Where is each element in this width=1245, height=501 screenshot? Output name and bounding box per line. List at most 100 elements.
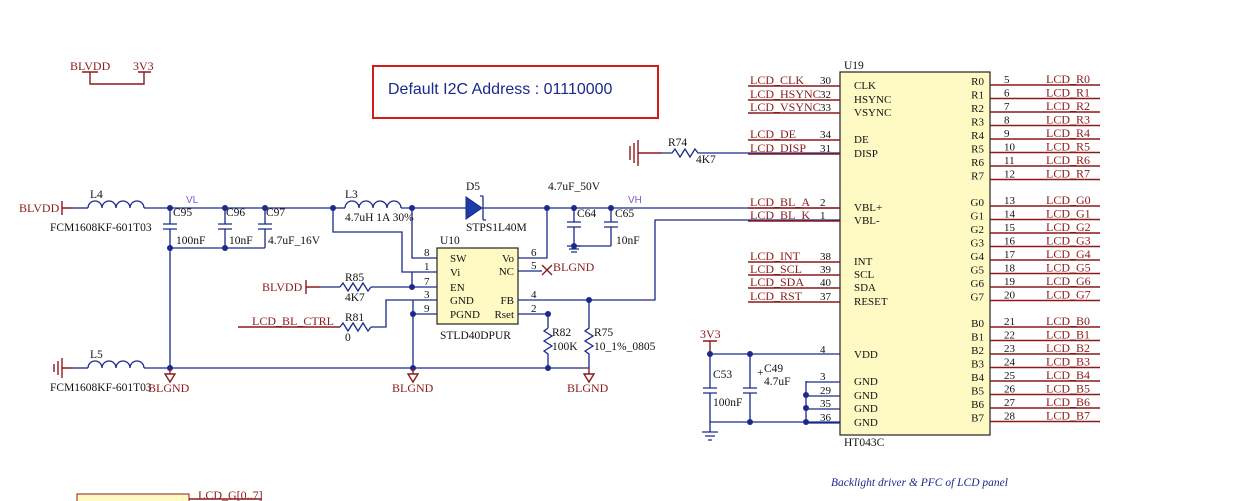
- r85-ref: R85: [345, 272, 364, 284]
- u19-pin-num-17: 17: [1004, 249, 1016, 261]
- u19-pin-name-r4: R4: [971, 130, 984, 142]
- u19-pin-num-19: 19: [1004, 276, 1016, 288]
- u19-pin-num-25: 25: [1004, 370, 1016, 382]
- u19-pin-name-r1: R1: [971, 90, 984, 102]
- u19-pin-num-13: 13: [1004, 195, 1016, 207]
- u19-pin-name-b2: B2: [971, 345, 984, 357]
- c97-value: 4.7uF_16V: [268, 235, 321, 247]
- u19-pin-name-gnd: GND: [854, 390, 878, 402]
- net-label-lcd-int: LCD_INT: [750, 249, 801, 263]
- u19-pin-num-22: 22: [1004, 330, 1015, 342]
- u19-pin-name-g0: G0: [971, 197, 985, 209]
- u19-pin-num-38: 38: [820, 251, 832, 263]
- u19-pin-num-35: 35: [820, 398, 832, 410]
- inductor-l3: [344, 200, 402, 209]
- u19-pin-num-20: 20: [1004, 290, 1016, 302]
- net-label-lcd-r1: LCD_R1: [1046, 86, 1090, 100]
- net-label-lcd-r5: LCD_R5: [1046, 140, 1090, 154]
- u19-pin-name-r7: R7: [971, 171, 984, 183]
- c49-plus: +: [757, 367, 764, 379]
- u19-pin-name-r0: R0: [971, 76, 984, 88]
- l4-value: FCM1608KF-601T03: [50, 222, 152, 234]
- net-label-lcd-disp: LCD_DISP: [750, 141, 806, 155]
- u19-pin-name-reset: RESET: [854, 296, 888, 308]
- u19-pin-name-r3: R3: [971, 117, 984, 129]
- u10-pin-name-vo: Vo: [502, 253, 515, 265]
- u19-pin-name-g4: G4: [971, 251, 985, 263]
- u19-pin-name-vbl: VBL+: [854, 202, 882, 214]
- u19-pin-num-31: 31: [820, 143, 831, 155]
- resistor-r85: [339, 281, 372, 293]
- r81-value: 0: [345, 332, 351, 344]
- u10-pin-num-4: 4: [531, 289, 537, 301]
- net-label-lcd-b1: LCD_B1: [1046, 328, 1090, 342]
- u19-pin-num-36: 36: [820, 412, 832, 424]
- u10-pin-num-9: 9: [424, 303, 430, 315]
- u19-pin-name-g2: G2: [971, 224, 984, 236]
- u19-pin-num-10: 10: [1004, 142, 1016, 154]
- u19-pin-name-gnd: GND: [854, 417, 878, 429]
- ground-rail: L5 FCM1608KF-601T03 BLGND BLGND BLGND: [50, 349, 609, 395]
- u10-pin-name-en: EN: [450, 282, 465, 294]
- net-label-lcd-sda: LCD_SDA: [750, 275, 804, 289]
- u19-pin-num-18: 18: [1004, 263, 1016, 275]
- net-label-lcd-b4: LCD_B4: [1046, 368, 1090, 382]
- net-label-lcd-g6: LCD_G6: [1046, 274, 1091, 288]
- u19-pin-name-b3: B3: [971, 359, 984, 371]
- r75-value: 10_1%_0805: [594, 341, 656, 353]
- u19-pin-num-15: 15: [1004, 222, 1016, 234]
- u19-pin-num-21: 21: [1004, 316, 1015, 328]
- net-label-lcd-b2: LCD_B2: [1046, 341, 1090, 355]
- vl-label: VL: [186, 195, 199, 206]
- u10-ref: U10: [440, 235, 460, 247]
- c53-ref: C53: [713, 369, 732, 381]
- net-label-lcd-hsync: LCD_HSYNC: [750, 87, 821, 101]
- u10-pin-num-5: 5: [531, 260, 537, 272]
- u10-pin-name-sw: SW: [450, 253, 467, 265]
- u19-pin-num-14: 14: [1004, 209, 1016, 221]
- u19-pin-name-gnd: GND: [854, 403, 878, 415]
- u19-pin-name-b4: B4: [971, 372, 984, 384]
- l4-ref: L4: [90, 189, 103, 201]
- u19-pin-name-hsync: HSYNC: [854, 94, 891, 106]
- d5-value: STPS1L40M: [466, 222, 527, 234]
- net-label-lcd-g0: LCD_G0: [1046, 193, 1091, 207]
- r85-value: 4K7: [345, 292, 365, 304]
- u19-pin-name-r5: R5: [971, 144, 984, 156]
- u19-pin-num-16: 16: [1004, 236, 1016, 248]
- u19-pin-name-b1: B1: [971, 332, 984, 344]
- r75-ref: R75: [594, 327, 613, 339]
- u19-pin-num-5: 5: [1004, 74, 1010, 86]
- l3-ref: L3: [345, 189, 358, 201]
- u19-pin-name-g7: G7: [971, 292, 985, 304]
- u19-body: [839, 71, 991, 436]
- u19-pin-name-clk: CLK: [854, 80, 876, 92]
- net-label-lcd-g5: LCD_G5: [1046, 261, 1091, 275]
- net-label-lcd-g2: LCD_G2: [1046, 220, 1091, 234]
- u19-pin-num-40: 40: [820, 277, 832, 289]
- l5-value: FCM1608KF-601T03: [50, 382, 152, 394]
- u10-pin-name-rset: Rset: [494, 309, 514, 321]
- u19-pin-name-sda: SDA: [854, 282, 876, 294]
- net-label-lcd-b0: LCD_B0: [1046, 314, 1090, 328]
- lcd-g-bus-label: LCD_G[0..7]: [198, 488, 263, 501]
- u19-pin-name-g1: G1: [971, 211, 984, 223]
- u19-pin-name-g5: G5: [971, 265, 985, 277]
- d5-ref: D5: [466, 181, 480, 193]
- power-label-blvdd-top: BLVDD: [70, 59, 111, 73]
- u10-part: STLD40DPUR: [440, 330, 511, 342]
- net-label-lcd-r6: LCD_R6: [1046, 153, 1090, 167]
- l3-value: 4.7uH 1A 30%: [345, 212, 414, 224]
- c53-value: 100nF: [713, 397, 742, 409]
- net-label-lcd-g4: LCD_G4: [1046, 247, 1091, 261]
- u19-pin-num-3: 3: [820, 371, 826, 383]
- blvdd-3v3-tie: BLVDD 3V3: [70, 59, 154, 85]
- u19-pin-num-23: 23: [1004, 343, 1016, 355]
- u10-body: [436, 247, 519, 325]
- c64-value: 4.7uF_50V: [548, 181, 601, 193]
- r81-ref: R81: [345, 312, 364, 324]
- c96-ref: C96: [226, 207, 245, 219]
- net-label-lcd-bl-a: LCD_BL_A: [750, 195, 810, 209]
